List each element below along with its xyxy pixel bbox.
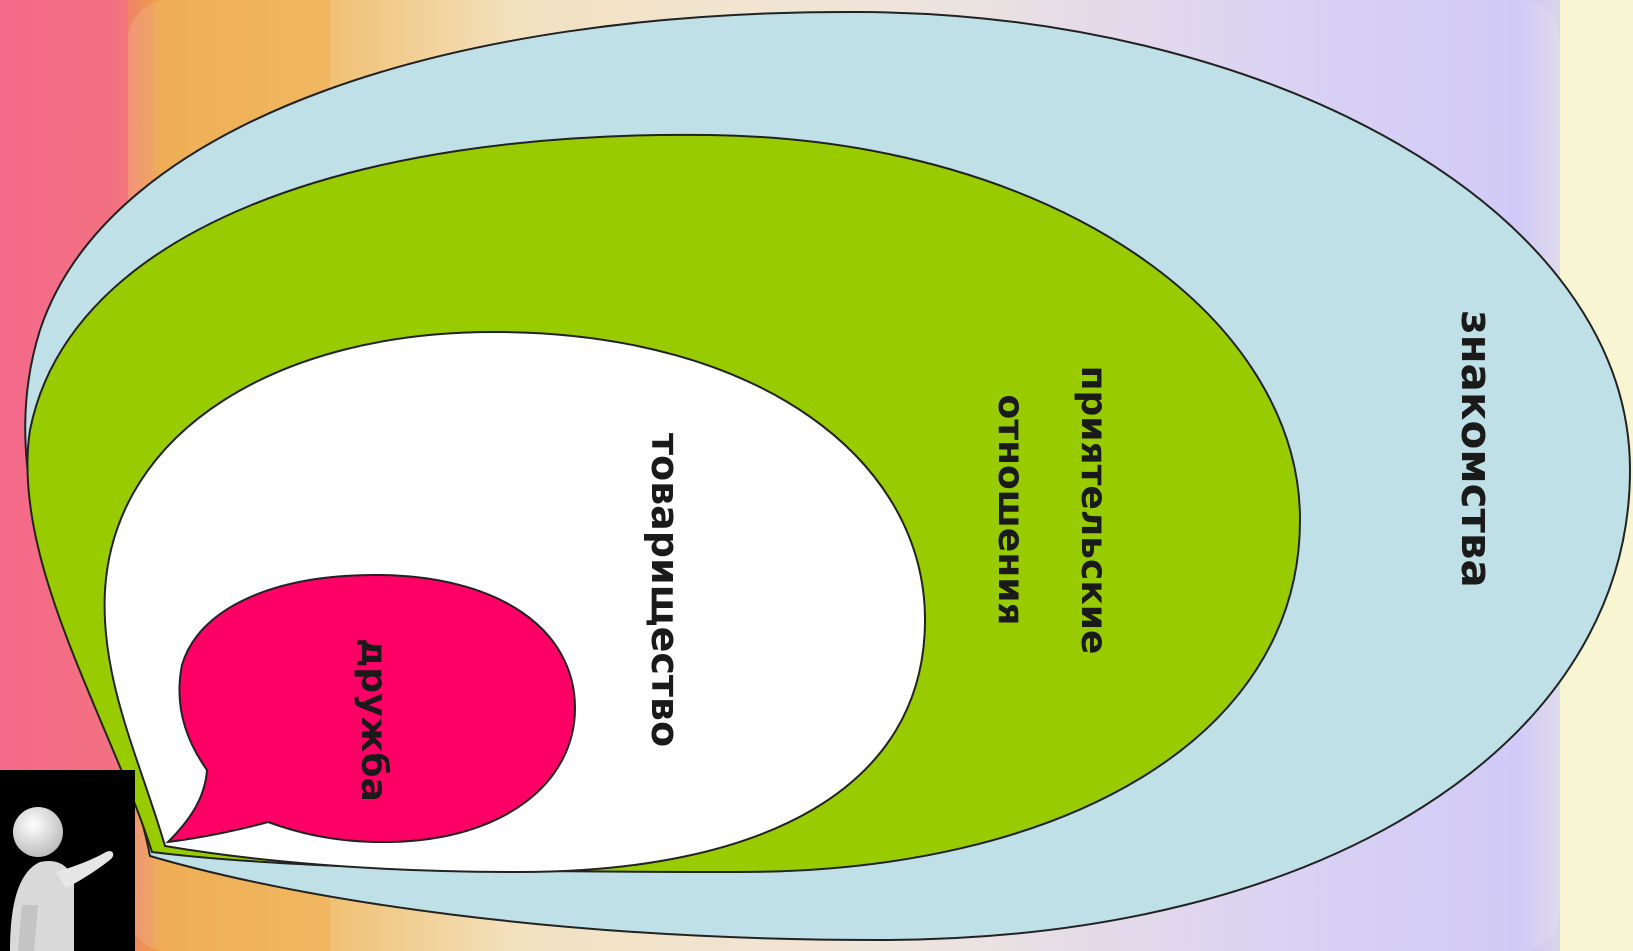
label-friendship: дружба (353, 638, 394, 802)
pointing-figure-icon (0, 770, 135, 951)
label-friendly-line1: приятельские (1073, 366, 1114, 655)
label-acquaintance: знакомства (1452, 310, 1501, 588)
label-friendly-line2: отношения (990, 394, 1031, 625)
label-comradeship: товарищество (643, 433, 687, 747)
